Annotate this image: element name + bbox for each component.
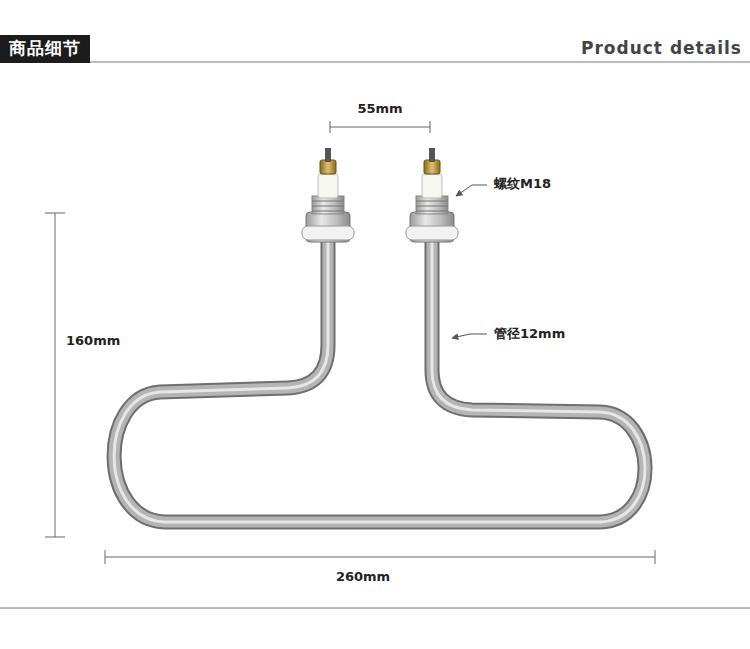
footer-rule (0, 608, 750, 609)
leader-line (452, 334, 487, 338)
header-subtitle: Product details (579, 38, 744, 58)
callout-label: 螺纹M18 (492, 175, 553, 193)
callout-label: 管径12mm (492, 325, 567, 343)
dimension-label: 55mm (355, 101, 404, 116)
terminal-fitting (302, 148, 354, 242)
dimension-label: 260mm (334, 569, 392, 584)
terminal-fitting (406, 148, 458, 242)
dimension-line (105, 550, 655, 564)
dimension-label: 160mm (64, 333, 122, 348)
header-rule (0, 62, 750, 63)
header-tab: 商品细节 (0, 35, 90, 63)
leader-line (456, 185, 487, 196)
dimension-line (330, 121, 430, 133)
heating-tube (114, 242, 645, 522)
header-text: 商品细节 (9, 38, 81, 59)
dimension-line (45, 213, 65, 537)
